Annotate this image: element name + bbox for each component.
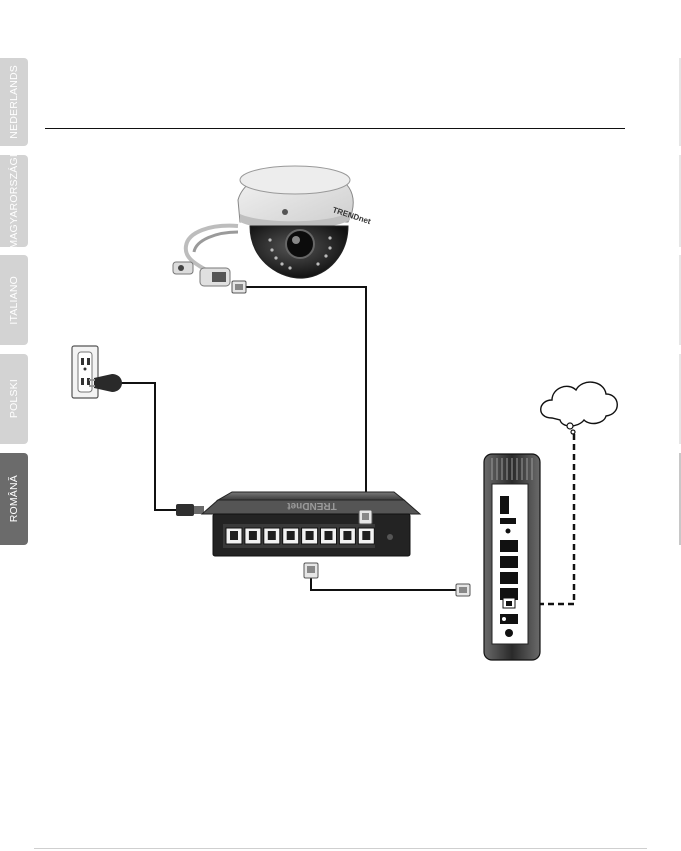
switch-top-cable-plug	[359, 510, 372, 524]
internet-cloud-icon	[541, 382, 618, 434]
router-cable-plug	[456, 584, 470, 596]
network-switch: TRENDnet	[202, 492, 420, 556]
switch-port-socket	[343, 531, 351, 540]
switch-port-socket	[306, 531, 314, 540]
switch-brand-logo: TRENDnet	[287, 500, 337, 511]
camera-cable-plug	[232, 281, 246, 293]
dc-power-plug	[176, 504, 204, 516]
switch-port-socket	[287, 531, 295, 540]
router-device	[484, 454, 540, 660]
switch-port-socket	[249, 531, 257, 540]
switch-port-socket	[230, 531, 238, 540]
wall-outlet	[72, 346, 98, 398]
switch-bottom-cable-plug	[304, 563, 318, 578]
dome-camera: TRENDnet	[173, 166, 372, 286]
camera-to-switch-cable	[245, 287, 366, 513]
power-cable	[120, 383, 178, 510]
switch-port-socket	[325, 531, 333, 540]
switch-port-socket	[268, 531, 276, 540]
switch-port-socket	[362, 531, 370, 540]
switch-to-router-cable	[311, 578, 458, 590]
